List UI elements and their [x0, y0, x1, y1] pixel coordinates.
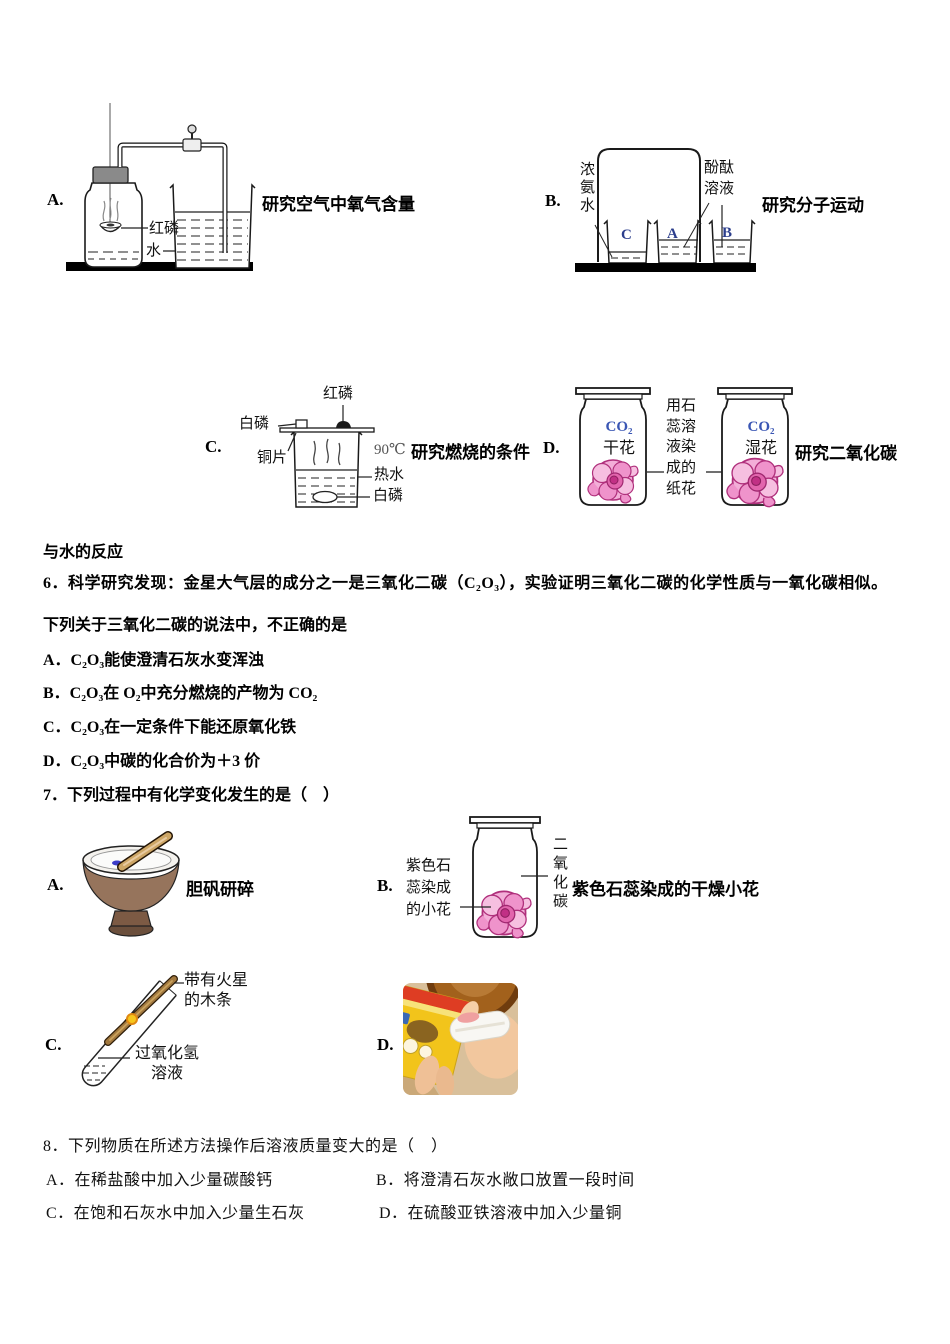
co2-right-label: CO₂ [747, 419, 775, 435]
q8-stem: 8．下列物质在所述方法操作后溶液质量变大的是（ ） [43, 1138, 448, 1155]
q6-option-c: C．C₂O₃在一定条件下能还原氧化铁 [43, 719, 297, 736]
q8-option-c: C．在饱和石灰水中加入少量生石灰 [46, 1205, 305, 1222]
snack-bag-photo-part [403, 983, 471, 1088]
option-b-letter: B. [545, 191, 561, 210]
q6-stem-line1: 6．科学研究发现：金星大气层的成分之一是三氧化二碳（C₂O₃），实验证明三氧化二… [43, 575, 888, 592]
red-phosphorus-top-label: 红磷 [323, 386, 354, 402]
test-tube-drawing [81, 980, 177, 1087]
red-phosphorus-on-sheet-drawing [336, 421, 351, 428]
beaker-c-letter: C [621, 227, 632, 243]
dry-flower-label: 干花 [602, 440, 635, 457]
option-b-caption: 研究分子运动 [762, 196, 864, 215]
tail-text: 与水的反应 [43, 544, 124, 561]
mortar-pestle-drawing [82, 831, 180, 937]
steam-drawing [313, 440, 316, 466]
molecular-motion-drawing [575, 148, 756, 272]
beaker-b-letter: B [722, 225, 733, 241]
q6-option-a: A．C₂O₃能使澄清石灰水变浑浊 [43, 652, 265, 669]
q7-option-b-letter: B. [377, 876, 393, 895]
option-c-caption: 研究燃烧的条件 [411, 443, 530, 462]
hot-water-label: 热水 [374, 467, 405, 483]
test-tube-splint-drawing [81, 975, 184, 1087]
option-c-letter: C. [205, 437, 222, 456]
q6-stem-line2: 下列关于三氧化二碳的说法中，不正确的是 [43, 617, 348, 634]
co2-flowers-drawing [575, 387, 793, 508]
copper-sheet-drawing [279, 427, 375, 433]
peroxide-label: 过氧化氢溶液 [134, 1045, 199, 1082]
q8-option-b: B．将澄清石灰水敞口放置一段时间 [376, 1172, 635, 1189]
option-a-letter: A. [47, 190, 64, 209]
water-label: 水 [146, 243, 162, 259]
copper-sheet-label: 铜片 [257, 450, 288, 466]
q7-option-b-caption: 紫色石蕊染成的干燥小花 [572, 880, 759, 899]
co2-left-label: CO₂ [605, 419, 633, 435]
wet-flower-label: 湿花 [744, 440, 777, 457]
option-a-caption: 研究空气中氧气含量 [262, 195, 415, 214]
combustion-conditions-drawing [277, 405, 375, 508]
q8-option-d: D．在硫酸亚铁溶液中加入少量铜 [379, 1205, 623, 1222]
white-phosphorus-top-label: 白磷 [239, 416, 270, 432]
litmus-flower-label: 紫色石蕊染成的小花 [406, 858, 452, 918]
white-phosphorus-bottom-label: 白磷 [373, 488, 404, 504]
temperature-label: 90℃ [374, 442, 406, 458]
q7-stem: 7．下列过程中有化学变化发生的是（ ） [43, 787, 340, 804]
white-phosphorus-lump-drawing [312, 490, 338, 504]
white-phosphorus-on-sheet-drawing [295, 419, 308, 429]
litmus-flower-bottle-drawing [460, 816, 548, 939]
ammonia-label: 浓氨水 [578, 161, 594, 215]
q7-option-a-letter: A. [47, 875, 64, 894]
oxygen-apparatus-drawing [66, 103, 256, 271]
red-phosphorus-label: 红磷 [149, 221, 180, 237]
litmus-paper-note: 用石蕊溶液染成的纸花 [666, 398, 697, 497]
bag-sealing-photo [403, 983, 518, 1095]
heat-sealer-photo-part [449, 1010, 511, 1044]
phenolphthalein-label: 酚酞溶液 [704, 160, 735, 197]
stopper-drawing [92, 166, 129, 184]
q6-option-b: B．C₂O₃在 O₂中充分燃烧的产物为 CO₂ [43, 685, 318, 702]
smoke-drawing [102, 200, 106, 222]
option-d-caption: 研究二氧化碳 [795, 444, 897, 463]
beaker-drawing [169, 183, 256, 269]
splint-label: 带有火星的木条 [184, 972, 249, 1009]
q7-option-a-caption: 胆矾研碎 [186, 880, 254, 899]
spark-drawing [126, 1013, 138, 1025]
q6-option-d: D．C₂O₃中碳的化合价为＋3 价 [43, 753, 261, 770]
q8-option-a: A．在稀盐酸中加入少量碳酸钙 [46, 1172, 273, 1189]
option-d-letter: D. [543, 438, 560, 457]
q7-option-c-letter: C. [45, 1035, 62, 1054]
carbon-dioxide-label: 二氧化碳 [551, 836, 567, 912]
beaker-a-letter: A [667, 226, 678, 242]
q7-option-d-letter: D. [377, 1035, 394, 1054]
